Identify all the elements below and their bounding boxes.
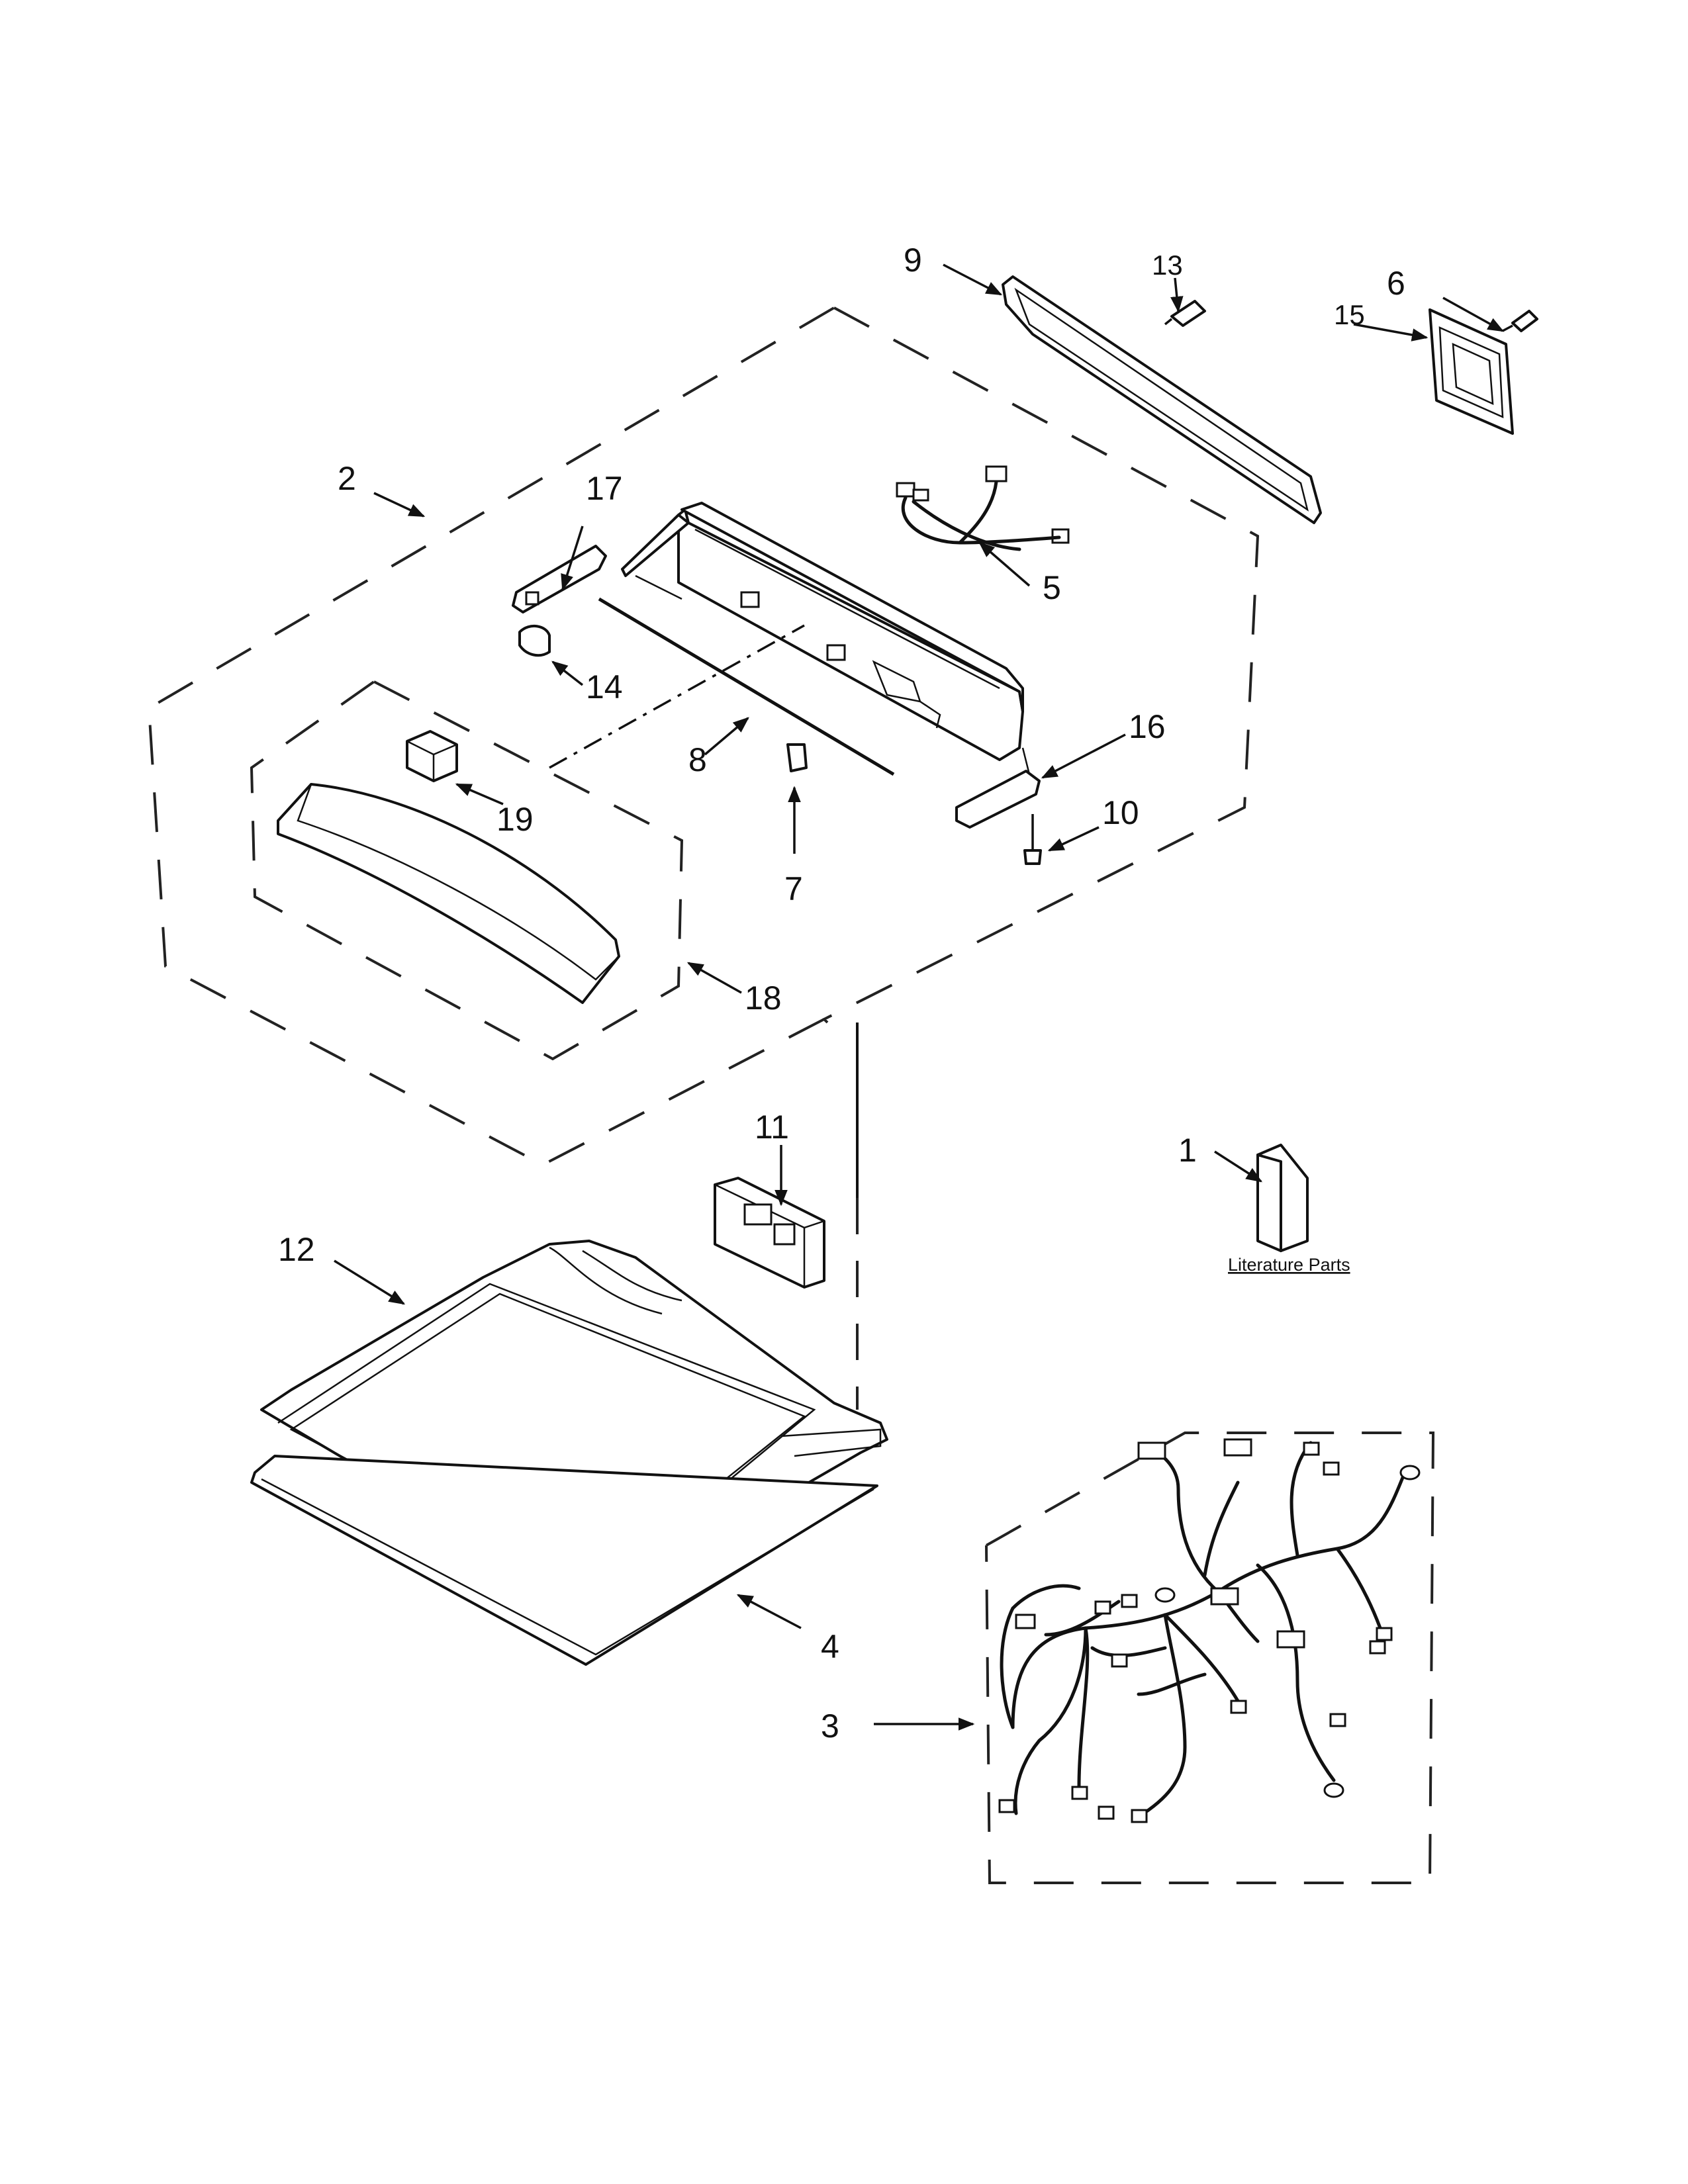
trim-strip-part: [1002, 275, 1322, 524]
callout-4: 4: [821, 1628, 839, 1665]
callout-6: 6: [1387, 265, 1405, 302]
callout-10: 10: [1102, 794, 1139, 831]
literature-booklet-1-part: [1256, 1144, 1309, 1252]
wiring-harness-boundary: [985, 1432, 1435, 1884]
literature-parts-label: Literature Parts: [1228, 1255, 1350, 1275]
callout-11: 11: [755, 1109, 789, 1146]
bracket-15-part: [1429, 308, 1514, 435]
screw-10-part: [1023, 814, 1042, 865]
overlay-assembly-boundary: [250, 680, 684, 1061]
callout-1: 1: [1178, 1132, 1197, 1169]
callout-2: 2: [338, 460, 356, 497]
leader-lines: [334, 263, 1505, 1731]
callout-14: 14: [586, 668, 623, 705]
callout-15: 15: [1334, 299, 1365, 330]
callout-18: 18: [745, 979, 782, 1017]
console-assembly-boundary: [147, 306, 1260, 1167]
callout-19: 19: [496, 801, 534, 838]
callout-3: 3: [821, 1707, 839, 1745]
overlay-panel-part: [277, 783, 620, 1004]
callout-labels: 1 2 3 4 5 6 7 8 9 10 11 12 13 14 15 16 1…: [278, 242, 1405, 1745]
light-pipe-8-part: [598, 597, 895, 776]
insulation-sheet-4-part: [250, 1455, 878, 1666]
callout-17: 17: [586, 470, 623, 507]
control-console-part: [621, 502, 1024, 761]
screw-6-part: [1502, 310, 1538, 332]
clip-14-part: [518, 625, 551, 657]
bracket-16-part: [955, 747, 1041, 829]
small-harness-5-part: [896, 465, 1070, 551]
screw-13-part: [1164, 300, 1206, 327]
control-board-11-part: [714, 1177, 825, 1289]
callout-8: 8: [688, 741, 707, 778]
callout-5: 5: [1043, 569, 1061, 606]
console-leader-dashdot: [549, 624, 805, 769]
switch-17-part: [512, 545, 607, 614]
callout-12: 12: [278, 1231, 315, 1268]
callout-9: 9: [904, 242, 922, 279]
callout-7: 7: [784, 870, 803, 907]
callout-13: 13: [1152, 250, 1183, 281]
encoder-19-part: [406, 730, 458, 782]
main-wiring-harness-3-part: [998, 1438, 1421, 1823]
clip-7-part: [786, 743, 808, 772]
callout-16: 16: [1129, 708, 1166, 745]
